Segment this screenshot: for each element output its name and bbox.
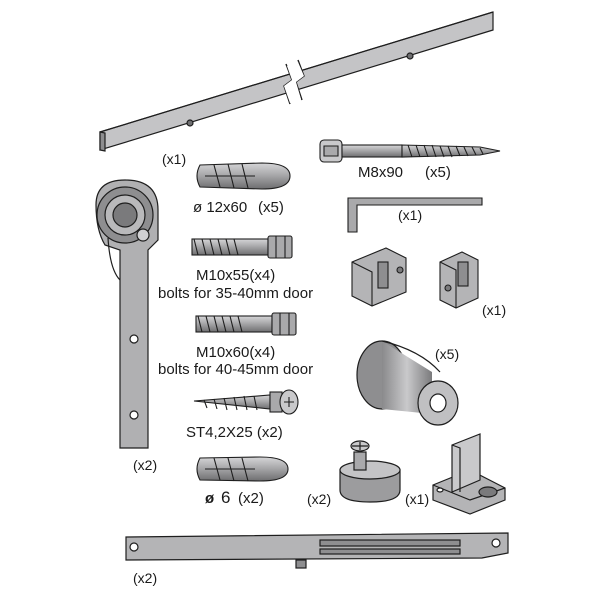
spacer-qty-label: (x5) <box>435 346 460 362</box>
bolt55-name-label: M10x55(x4) <box>196 267 276 284</box>
rail-stopper-2 <box>439 251 479 309</box>
bolt60-name-label: M10x60(x4) <box>196 344 276 361</box>
soft-close-mechanism <box>125 532 509 569</box>
wall-anchor-6 <box>196 456 289 482</box>
softclose-qty-label: (x2) <box>133 570 158 586</box>
lagscrew-qty-label: (x5) <box>425 164 451 181</box>
hanger-qty-label: (x2) <box>133 457 158 473</box>
lagscrew-name-label: M8x90 <box>358 164 404 181</box>
wall-anchor-12x60 <box>196 162 291 190</box>
bolt-m10x55 <box>191 235 293 259</box>
bolt55-desc-label: bolts for 35-40mm door <box>158 285 314 302</box>
anchor6-size-label: 6 <box>221 488 231 507</box>
floorguide-qty-label: (x1) <box>405 491 430 507</box>
rail-stopper-1 <box>351 247 407 307</box>
spacer <box>356 340 459 426</box>
hex-key <box>347 197 483 233</box>
track-rail <box>99 11 494 152</box>
screw-name-label: ST4,2X25 (x2) <box>186 424 283 441</box>
anchor12-qty-label: (x5) <box>258 199 284 216</box>
bolt-m10x60 <box>195 312 297 336</box>
bumper-qty-label: (x2) <box>307 491 332 507</box>
anchor6-qty-label: (x2) <box>238 490 264 507</box>
bumper <box>339 440 401 503</box>
screw-st4-2x25 <box>193 389 299 415</box>
rail-qty-label: (x1) <box>162 151 187 167</box>
anchor6-symbol-label: ø <box>205 490 215 507</box>
stoppers-qty-label: (x1) <box>482 302 507 318</box>
anchor12-name-label: ø 12x60 <box>193 199 248 216</box>
lag-screw-m8x90 <box>319 139 501 163</box>
hexkey-qty-label: (x1) <box>398 207 423 223</box>
door-hanger <box>95 179 159 449</box>
bolt60-desc-label: bolts for 40-45mm door <box>158 361 314 378</box>
floor-guide <box>432 433 506 515</box>
